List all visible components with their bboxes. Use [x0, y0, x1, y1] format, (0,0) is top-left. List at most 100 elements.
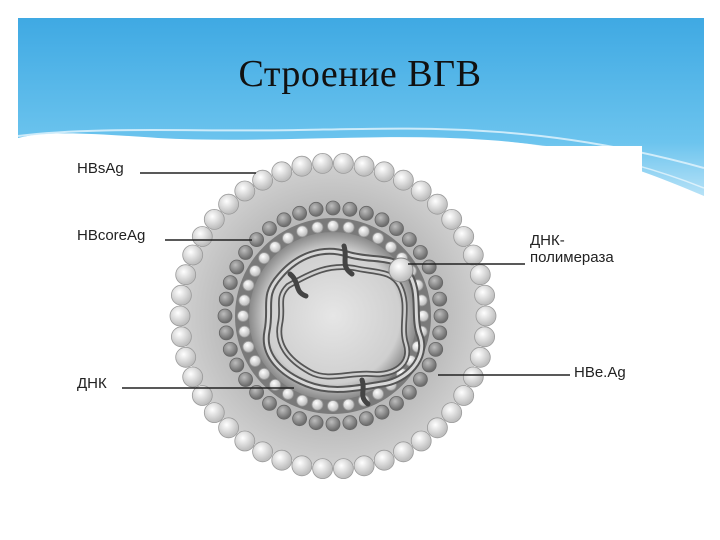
bead	[373, 449, 395, 471]
bead	[308, 201, 324, 217]
bead	[242, 279, 255, 292]
bead	[218, 291, 234, 307]
bead	[401, 384, 417, 400]
bead	[229, 357, 245, 373]
bead	[237, 310, 249, 322]
dna-polymerase-sphere	[388, 257, 414, 283]
bead	[249, 265, 262, 277]
bead	[412, 372, 428, 387]
bead	[342, 201, 358, 217]
bead	[296, 225, 309, 238]
bead	[271, 161, 293, 183]
bead	[182, 366, 204, 388]
label-polymerase-line1: ДНК-	[530, 232, 565, 249]
label-polymerase-line2: полимераза	[530, 249, 614, 266]
bead	[218, 417, 240, 439]
bead	[342, 415, 358, 431]
label-leader-lines	[122, 172, 570, 389]
label-hbcoreag: HBcoreAg	[77, 227, 146, 244]
bead	[242, 340, 255, 353]
bead	[332, 458, 354, 480]
bead	[441, 402, 463, 424]
bead	[276, 404, 292, 420]
bead	[327, 400, 339, 412]
slide-title: Строение ВГВ	[238, 53, 482, 95]
bead	[292, 205, 308, 221]
bead	[234, 430, 256, 452]
virus-illustration	[122, 152, 570, 480]
bead	[258, 367, 271, 380]
bead	[342, 221, 355, 234]
bead	[358, 205, 374, 221]
bead	[269, 241, 282, 253]
bead	[258, 252, 271, 264]
bead	[222, 275, 238, 291]
bead	[312, 152, 334, 174]
bead	[401, 232, 417, 247]
bead	[453, 385, 475, 406]
bead	[218, 325, 234, 341]
hbv-structure-diagram: HBsAg HBcoreAg ДНК ДНК- полимераза HBe.A…	[62, 146, 642, 540]
bead	[296, 394, 309, 407]
bead	[191, 385, 213, 406]
bead	[426, 417, 448, 439]
bead	[384, 241, 397, 253]
bead	[249, 355, 262, 367]
bead	[392, 441, 414, 463]
label-hbeag: HBe.Ag	[574, 364, 626, 381]
bead	[353, 455, 375, 477]
bead	[262, 221, 277, 236]
bead	[373, 161, 395, 183]
label-dna: ДНК	[77, 375, 107, 392]
bead	[372, 387, 384, 400]
bead	[291, 155, 313, 177]
bead	[311, 398, 324, 411]
bead	[262, 395, 277, 411]
bead	[474, 326, 496, 348]
bead	[222, 341, 238, 357]
bead	[462, 244, 484, 266]
bead	[389, 395, 404, 411]
bead	[469, 264, 491, 286]
bead	[441, 209, 463, 230]
bead	[421, 357, 437, 373]
bead	[171, 326, 192, 348]
bead	[421, 259, 437, 275]
bead	[252, 441, 274, 463]
bead	[374, 404, 390, 420]
bead	[372, 232, 384, 244]
bead	[358, 411, 374, 427]
bead	[276, 212, 292, 228]
bead	[475, 305, 497, 327]
bead	[169, 305, 191, 327]
bead	[353, 155, 375, 177]
bead	[432, 291, 448, 307]
bead	[282, 232, 294, 244]
bead	[191, 226, 213, 247]
bead	[432, 325, 448, 341]
bead	[469, 346, 491, 368]
bead	[433, 308, 449, 324]
bead	[374, 212, 390, 228]
bead	[474, 284, 496, 306]
bead	[175, 346, 197, 368]
bead	[203, 209, 225, 230]
label-hbsag: HBsAg	[77, 160, 124, 177]
bead	[249, 384, 265, 400]
hbsag-surface-beads	[169, 152, 497, 480]
bead	[229, 259, 245, 275]
bead	[357, 225, 370, 238]
bead	[342, 398, 355, 411]
bead	[392, 169, 414, 191]
hbcoreag-capsid-beads	[217, 200, 449, 432]
bead	[252, 169, 274, 191]
bead	[389, 221, 404, 236]
bead	[175, 264, 197, 286]
bead	[410, 180, 432, 202]
bead	[428, 341, 444, 357]
bead	[203, 402, 225, 424]
bead	[238, 294, 251, 307]
bead	[292, 411, 308, 427]
bead	[312, 458, 334, 480]
bead	[311, 221, 324, 234]
